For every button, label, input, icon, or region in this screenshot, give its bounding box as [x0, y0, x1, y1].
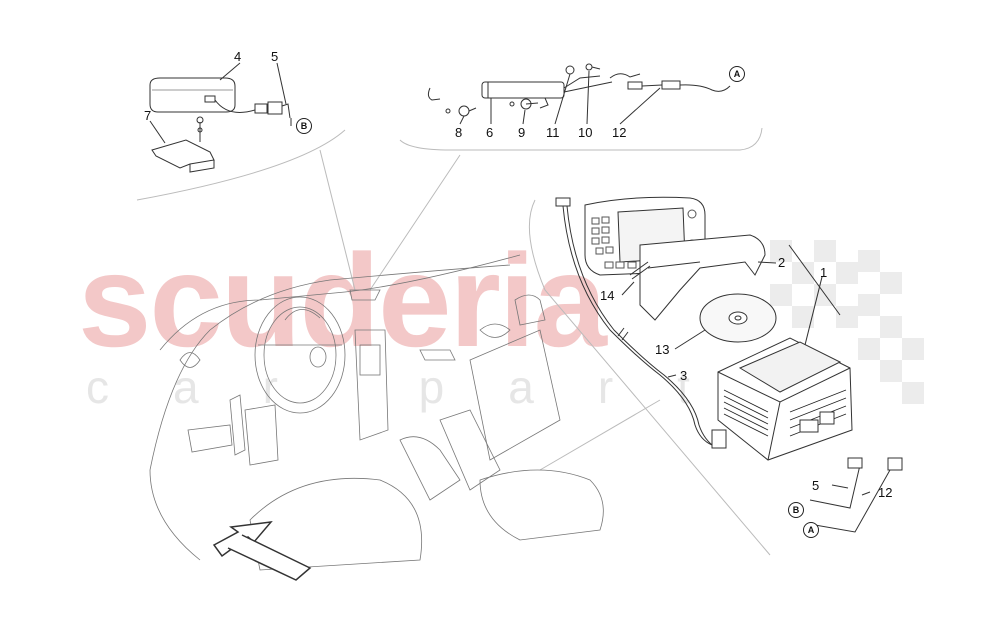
ref-a-lower: A — [803, 522, 819, 538]
top-left-inset-outline — [136, 129, 346, 201]
callout-2: 2 — [778, 255, 786, 270]
navigation-disc-part-13 — [699, 293, 777, 343]
leader-to-dash-center — [369, 154, 461, 291]
bracket-part-7 — [151, 116, 215, 173]
watermark-subtitle: car parts — [86, 361, 841, 413]
lower-cables-parts-5-12 — [809, 457, 903, 533]
gps-module-part-6 — [481, 75, 613, 109]
callout-6: 6 — [486, 125, 494, 140]
navigation-unit-part-1 — [717, 337, 853, 461]
leaders-top-center — [459, 70, 661, 125]
callout-10: 10 — [578, 125, 593, 140]
screws-parts-8-9 — [427, 87, 539, 117]
leaders-top-left — [149, 62, 287, 144]
view-direction-arrow-body — [227, 534, 312, 581]
callout-9: 9 — [518, 125, 526, 140]
callout-5-lower: 5 — [812, 478, 820, 493]
cable-part-3 — [555, 197, 727, 449]
leader-to-console — [539, 399, 661, 471]
clip-part-14 — [629, 261, 651, 280]
ref-b-lower: B — [788, 502, 804, 518]
right-section-outline — [528, 199, 771, 556]
callout-8: 8 — [455, 125, 463, 140]
checker-flag-watermark — [770, 240, 924, 404]
ref-a-top: A — [729, 66, 745, 82]
callout-1: 1 — [820, 265, 828, 280]
callout-12: 12 — [612, 125, 627, 140]
callout-5: 5 — [271, 49, 279, 64]
mounting-frame-part-2 — [639, 234, 766, 321]
callout-14: 14 — [600, 288, 615, 303]
antenna-module-part-4 — [149, 77, 292, 126]
watermark-logo: scuderia — [78, 227, 607, 374]
callout-4: 4 — [234, 49, 242, 64]
callout-13: 13 — [655, 342, 670, 357]
callout-11: 11 — [546, 125, 560, 140]
connectors-parts-10-11-12 — [565, 63, 731, 92]
callout-7: 7 — [144, 108, 152, 123]
leaders-right — [621, 244, 871, 496]
ref-b-top: B — [296, 118, 312, 134]
car-interior-sketch — [149, 254, 604, 571]
top-center-inset-outline — [399, 127, 763, 151]
callout-3: 3 — [680, 368, 688, 383]
callout-12-lower: 12 — [878, 485, 893, 500]
leader-to-dash-left — [319, 149, 356, 291]
